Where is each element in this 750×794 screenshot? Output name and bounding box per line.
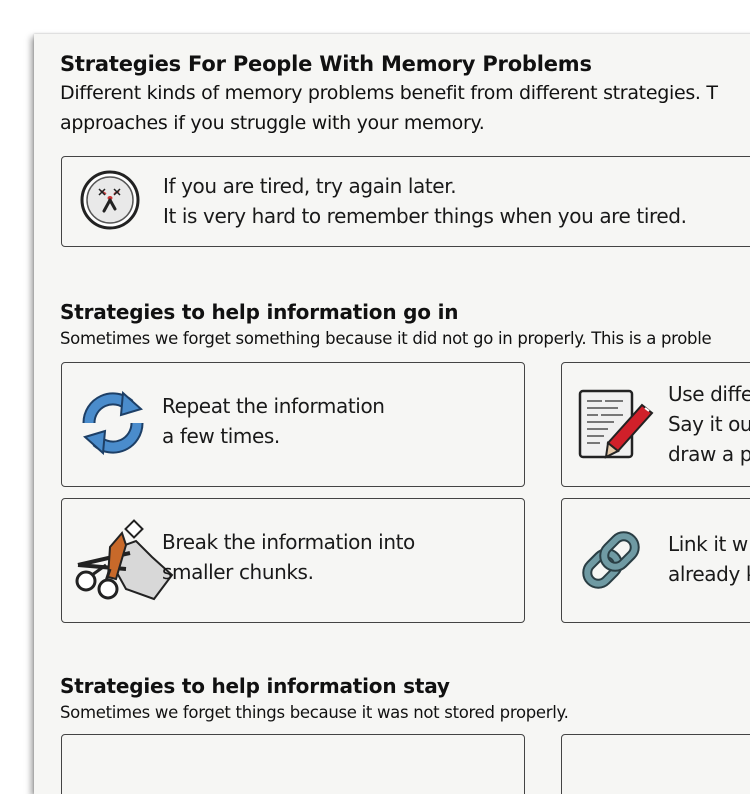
intro-text-line-2: approaches if you struggle with your mem… xyxy=(60,112,485,134)
tired-tip-line-1: If you are tired, try again later. xyxy=(163,174,457,198)
strategy-chunks-line-2: smaller chunks. xyxy=(162,560,314,584)
strategy-card-stay-1 xyxy=(61,734,525,794)
strategy-use-different-line-3: draw a p xyxy=(668,442,750,466)
strategy-link-line-1: Link it w xyxy=(668,532,748,556)
strategy-repeat-line-1: Repeat the information xyxy=(162,394,385,418)
strategy-card-use-different: Use diffe Say it ou draw a p xyxy=(561,362,750,487)
chain-link-icon xyxy=(582,531,640,589)
document-pen-icon xyxy=(578,389,654,459)
strategy-use-different-line-2: Say it ou xyxy=(668,412,750,436)
section-subheading-stay: Sometimes we forget things because it wa… xyxy=(60,703,569,722)
intro-text-line-1: Different kinds of memory problems benef… xyxy=(60,82,718,104)
tired-tip-line-2: It is very hard to remember things when … xyxy=(163,204,687,228)
worksheet-page: Strategies For People With Memory Proble… xyxy=(34,34,750,794)
section-heading-stay: Strategies to help information stay xyxy=(60,674,450,698)
strategy-repeat-line-2: a few times. xyxy=(162,424,280,448)
strategy-card-stay-2 xyxy=(561,734,750,794)
strategy-card-repeat: Repeat the information a few times. xyxy=(61,362,525,487)
strategy-link-line-2: already k xyxy=(668,562,750,586)
tired-clock-icon xyxy=(80,170,140,230)
page-title: Strategies For People With Memory Proble… xyxy=(60,52,592,76)
section-heading-go-in: Strategies to help information go in xyxy=(60,300,459,324)
repeat-arrows-icon xyxy=(82,390,144,456)
strategy-chunks-line-1: Break the information into xyxy=(162,530,415,554)
strategy-card-chunks: Break the information into smaller chunk… xyxy=(61,498,525,623)
scissors-pieces-icon xyxy=(75,519,174,601)
strategy-use-different-line-1: Use diffe xyxy=(668,382,750,406)
tired-tip-box: If you are tired, try again later. It is… xyxy=(61,156,750,247)
section-subheading-go-in: Sometimes we forget something because it… xyxy=(60,329,712,348)
strategy-card-link: Link it w already k xyxy=(561,498,750,623)
